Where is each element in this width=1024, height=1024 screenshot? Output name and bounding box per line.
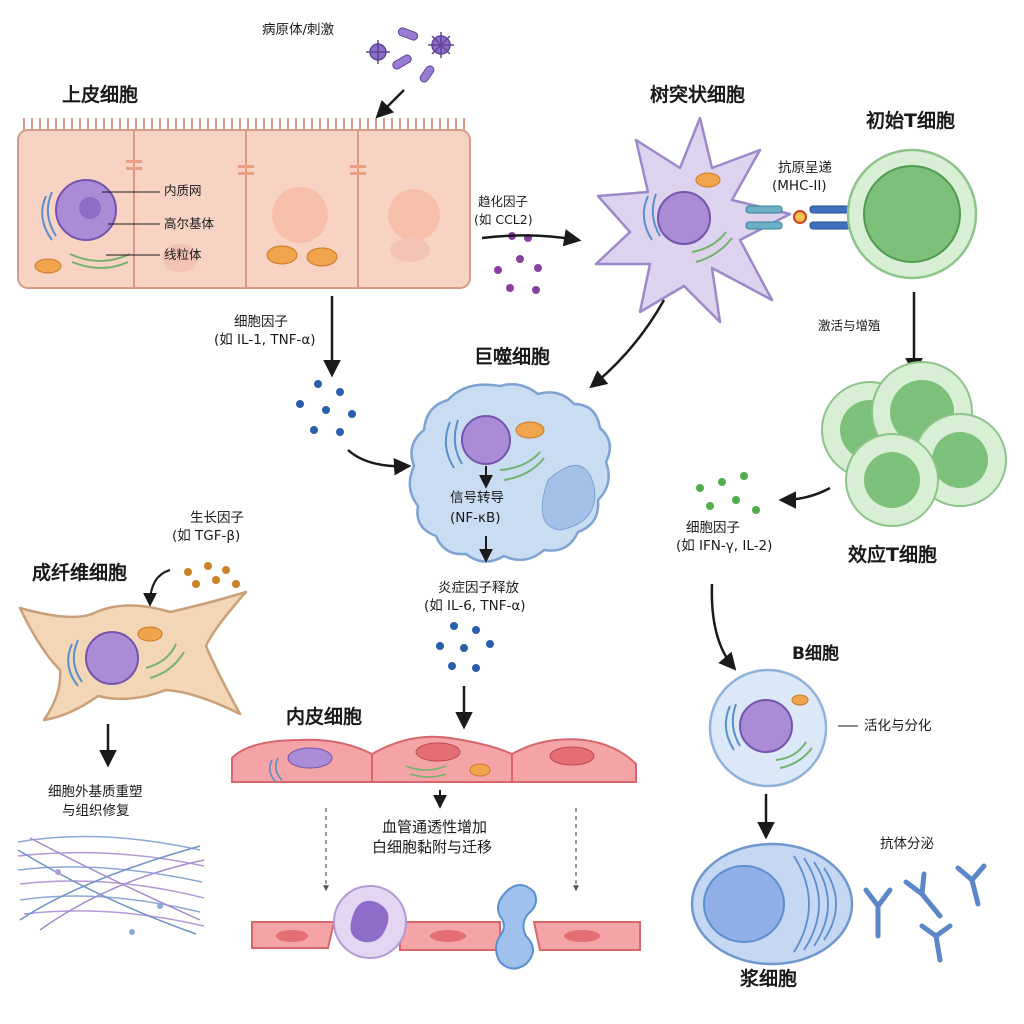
- effector-t-cells: [821, 361, 1007, 527]
- label-vascular-2: 白细胞黏附与迁移: [372, 838, 493, 856]
- ecm-mesh: [17, 835, 205, 935]
- label-signal-1: 信号转导: [450, 490, 504, 506]
- arrow-chemokine: [481, 229, 582, 247]
- macrophage: [408, 383, 612, 563]
- label-b-cell: B细胞: [792, 644, 839, 664]
- arrow-pathogen-epithelium: [375, 89, 405, 119]
- label-chemokine-1: 趋化因子: [478, 194, 529, 209]
- label-naive-t: 初始T细胞: [866, 110, 955, 132]
- label-antigen-1: 抗原呈递: [778, 160, 832, 176]
- arrow-growth-fibroblast: [143, 569, 171, 607]
- label-chemokine-2: (如 CCL2): [474, 212, 533, 227]
- label-ecm-2: 与组织修复: [62, 803, 130, 819]
- label-signal-2: (NF-κB): [450, 510, 501, 526]
- chemokine-dots: [494, 232, 542, 294]
- label-er: 内质网: [164, 183, 202, 198]
- mhc-tcr-complex: [745, 205, 851, 230]
- label-epi-cytokine-2: (如 IL-1, TNF-α): [214, 332, 316, 348]
- label-pathogen: 病原体/刺激: [262, 22, 335, 38]
- endothelial-row-bottom: [251, 884, 641, 970]
- label-ecm-1: 细胞外基质重塑: [48, 784, 143, 800]
- arrow-t-cytokine: [778, 486, 831, 509]
- label-antigen-2: (MHC-II): [772, 178, 827, 194]
- inflam-dots: [436, 622, 494, 672]
- antibodies: [863, 863, 987, 963]
- t-cytokine-dots: [696, 472, 760, 514]
- b-cell: [708, 668, 858, 788]
- label-growth-2: (如 TGF-β): [172, 528, 241, 544]
- dendritic-cell: [594, 116, 792, 324]
- arrow-t-b: [710, 583, 737, 671]
- plasma-cell: [690, 842, 854, 966]
- label-dendritic: 树突状细胞: [650, 84, 746, 106]
- naive-t-cell: [846, 148, 978, 280]
- arrow-dendritic-macrophage: [589, 299, 666, 389]
- pathogens: [366, 27, 454, 83]
- endothelial-row-top: [231, 735, 637, 783]
- label-vascular-1: 血管通透性增加: [382, 818, 488, 836]
- label-endothelial: 内皮细胞: [286, 706, 363, 728]
- label-fibroblast: 成纤维细胞: [32, 562, 128, 584]
- label-b-activation: 活化与分化: [864, 718, 932, 734]
- label-epi-cytokine-1: 细胞因子: [234, 314, 288, 330]
- label-inflam-2: (如 IL-6, TNF-α): [424, 598, 526, 614]
- label-golgi: 高尔基体: [164, 216, 215, 231]
- label-growth-1: 生长因子: [190, 510, 244, 526]
- label-activation: 激活与增殖: [818, 318, 881, 333]
- fibroblast: [18, 590, 248, 722]
- label-epithelial: 上皮细胞: [62, 84, 139, 106]
- epithelial-cells: [17, 118, 471, 289]
- epi-cytokine-dots: [296, 380, 356, 436]
- label-mito: 线粒体: [164, 247, 202, 262]
- label-t-cytokine-1: 细胞因子: [686, 520, 740, 536]
- growth-factor-dots: [184, 562, 240, 588]
- arrow-cytokine-macrophage: [347, 449, 412, 476]
- label-inflam-1: 炎症因子释放: [438, 580, 519, 596]
- label-antibody: 抗体分泌: [880, 836, 934, 852]
- label-macrophage: 巨噬细胞: [474, 346, 551, 368]
- label-plasma: 浆细胞: [740, 968, 798, 990]
- label-t-cytokine-2: (如 IFN-γ, IL-2): [676, 538, 773, 554]
- label-effector-t: 效应T细胞: [848, 544, 937, 566]
